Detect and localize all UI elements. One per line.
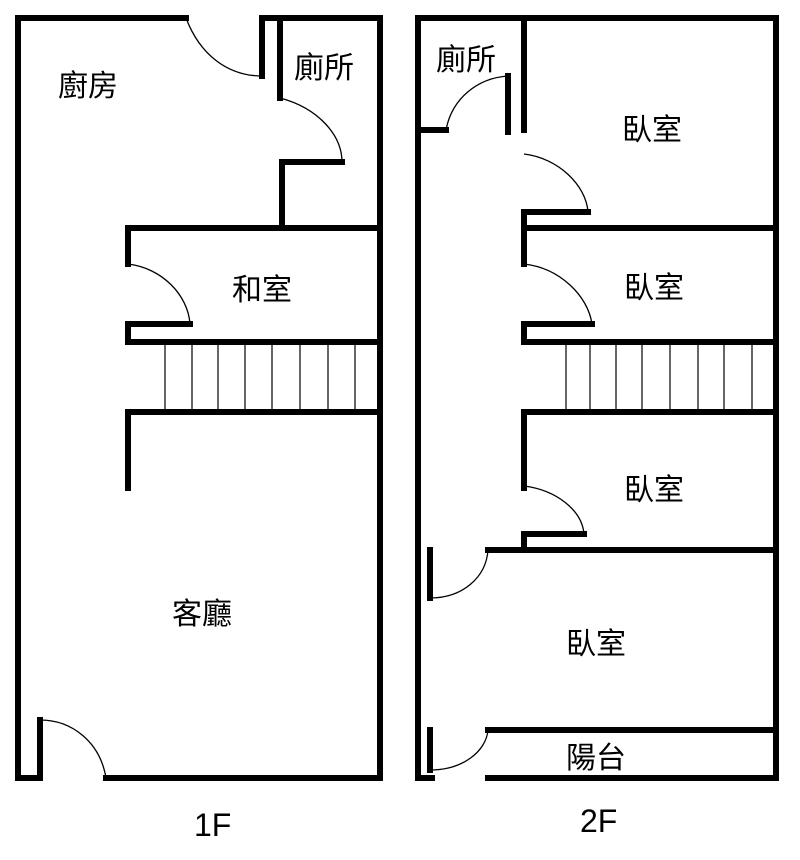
room-label-toilet-2f: 廁所 [436,43,496,78]
2f-exterior-wall [415,15,779,781]
room-label-living-room: 客廳 [172,597,232,632]
1f-entrance-door-swing [39,719,107,779]
2f-staircase [565,344,753,410]
room-label-bedroom-1: 臥室 [622,113,682,148]
room-label-kitchen: 廚房 [58,69,118,104]
2f-bedroom-wall-4 [427,547,779,601]
2f-bedroom-4-door-swing [429,549,489,599]
2f-balcony-door-swing [429,729,489,771]
1f-kitchen-door-swing [185,17,263,77]
2f-toilet-wall [415,15,527,135]
1f-exterior-wall [15,15,383,781]
1f-living-wall [125,409,383,491]
floor-label-1f: 1F [194,807,231,843]
2f-bedroom-wall-2 [521,321,779,345]
1f-washitsu-door-swing [127,263,191,325]
2f-toilet-door-swing [445,75,509,131]
floor-2f-plan: 廁所 臥室 臥室 臥室 臥室 陽台 2F [415,15,779,839]
room-label-washitsu: 和室 [232,273,292,308]
1f-staircase [164,344,356,410]
1f-toilet-door-swing [279,97,343,163]
room-label-toilet-1f: 廁所 [294,51,354,86]
room-label-bedroom-4: 臥室 [566,627,626,662]
2f-bedroom-2-door-swing [523,263,593,325]
2f-balcony-wall [427,727,779,773]
1f-toilet-wall [277,15,345,229]
2f-bedroom-1-door-swing [523,153,589,213]
1f-washitsu-wall [125,225,383,345]
floor-1f-plan: 廚房 廁所 和室 客廳 1F [15,15,383,843]
floor-label-2f: 2F [580,803,617,839]
room-label-bedroom-3: 臥室 [624,473,684,508]
room-label-balcony: 陽台 [566,741,626,776]
2f-bedroom-3-door-swing [523,485,585,535]
2f-bedroom-wall-3 [521,409,779,553]
2f-bedroom-wall-1 [521,209,779,267]
room-label-bedroom-2: 臥室 [624,271,684,306]
